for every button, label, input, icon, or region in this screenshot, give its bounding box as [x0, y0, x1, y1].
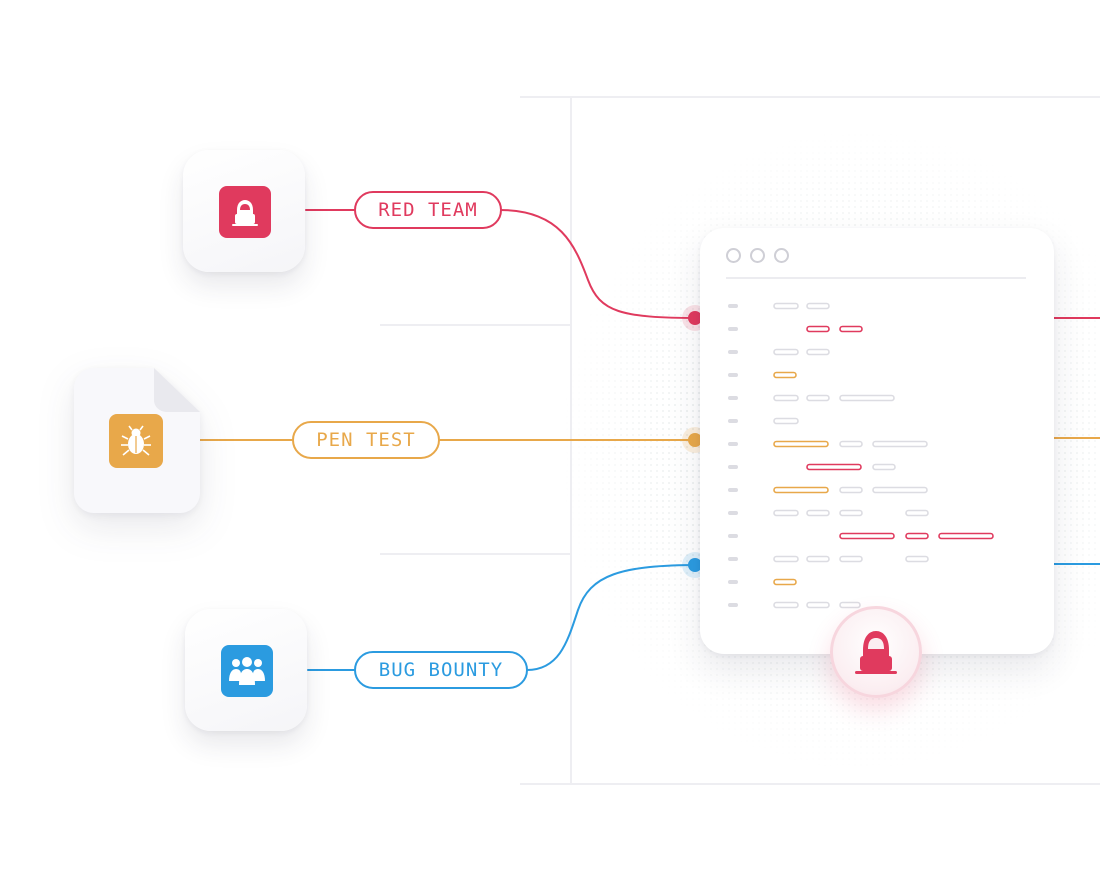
pen-test-document-tile — [74, 368, 200, 513]
line-number-marker — [728, 580, 738, 584]
panel-top-line — [520, 96, 1100, 98]
line-number-marker — [728, 350, 738, 354]
code-token — [905, 509, 929, 517]
red-team-label: RED TEAM — [378, 199, 478, 221]
line-number-marker — [728, 396, 738, 400]
code-token — [806, 325, 830, 333]
code-line — [728, 601, 861, 609]
line-number-marker — [728, 511, 738, 515]
line-number-marker — [728, 304, 738, 308]
line-number-marker — [728, 488, 738, 492]
red-junction-dot — [688, 311, 702, 325]
code-token — [839, 325, 863, 333]
code-line — [728, 348, 830, 356]
window-control-dot-1 — [726, 248, 741, 263]
code-token — [806, 601, 830, 609]
people-group-icon — [229, 657, 265, 685]
code-lines — [728, 302, 994, 609]
code-line — [728, 463, 896, 471]
panel-divider-lower — [380, 553, 570, 555]
code-token — [872, 486, 928, 494]
code-line — [728, 509, 929, 517]
red-team-pill: RED TEAM — [354, 191, 502, 229]
bug-bounty-label: BUG BOUNTY — [378, 659, 504, 681]
code-token — [839, 486, 863, 494]
code-token — [806, 509, 830, 517]
bug-bounty-curve-connector — [526, 564, 701, 671]
code-token — [806, 302, 830, 310]
bug-bounty-tile — [185, 609, 307, 731]
line-number-marker — [728, 465, 738, 469]
code-token — [773, 578, 797, 586]
line-number-marker — [728, 419, 738, 423]
code-line — [728, 302, 830, 310]
code-token — [773, 417, 799, 425]
line-number-marker — [728, 557, 738, 561]
hacker-icon — [232, 200, 258, 226]
code-editor-window — [700, 228, 1054, 654]
code-token — [839, 394, 895, 402]
window-control-dot-2 — [750, 248, 765, 263]
code-token — [905, 555, 929, 563]
code-token — [773, 371, 797, 379]
line-number-marker — [728, 603, 738, 607]
code-token — [773, 394, 799, 402]
line-number-marker — [728, 534, 738, 538]
code-token — [773, 348, 799, 356]
code-token — [806, 555, 830, 563]
code-line — [728, 578, 797, 586]
editor-header-divider — [726, 277, 1026, 279]
pen-test-label: PEN TEST — [316, 429, 416, 451]
code-token — [806, 348, 830, 356]
code-line — [728, 486, 928, 494]
red-team-curve-connector — [499, 209, 701, 319]
code-line — [728, 440, 928, 448]
blue-junction-dot — [688, 558, 702, 572]
code-token — [773, 440, 829, 448]
code-token — [773, 302, 799, 310]
code-token — [839, 509, 863, 517]
code-token — [839, 555, 863, 563]
line-number-marker — [728, 327, 738, 331]
line-number-marker — [728, 373, 738, 377]
pen-test-badge — [109, 414, 163, 468]
pen-test-pill: PEN TEST — [292, 421, 440, 459]
code-token — [773, 509, 799, 517]
code-token — [806, 463, 862, 471]
code-token — [938, 532, 994, 540]
red-team-badge — [219, 186, 271, 238]
orange-junction-dot — [688, 433, 702, 447]
line-number-marker — [728, 442, 738, 446]
code-token — [872, 463, 896, 471]
red-team-tile — [183, 150, 305, 272]
window-control-dot-3 — [774, 248, 789, 263]
code-token — [839, 440, 863, 448]
hacker-avatar — [830, 606, 922, 698]
code-token — [839, 601, 861, 609]
code-token — [905, 532, 929, 540]
code-token — [806, 394, 830, 402]
code-line — [728, 417, 799, 425]
code-token — [773, 601, 799, 609]
code-line — [728, 532, 994, 540]
panel-bottom-line — [520, 783, 1100, 785]
hacker-icon — [855, 631, 897, 674]
code-line — [728, 371, 797, 379]
code-line — [728, 394, 895, 402]
code-token — [773, 486, 829, 494]
bug-icon — [121, 425, 151, 456]
bug-bounty-pill: BUG BOUNTY — [354, 651, 528, 689]
code-line — [728, 325, 863, 333]
bug-bounty-badge — [221, 645, 273, 697]
code-token — [872, 440, 928, 448]
code-token — [773, 555, 799, 563]
panel-divider-upper — [380, 324, 570, 326]
code-line — [728, 555, 929, 563]
code-token — [839, 532, 895, 540]
